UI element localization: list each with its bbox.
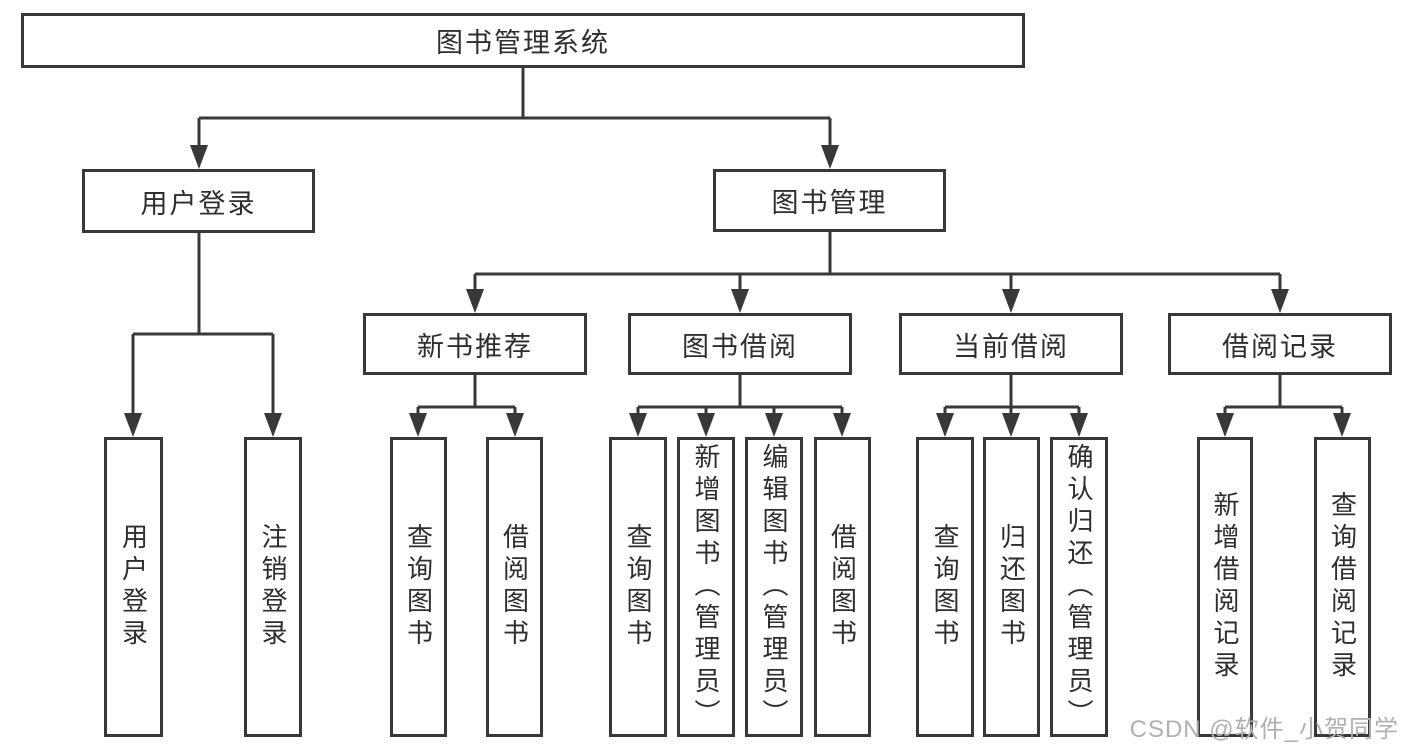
connector-root-to-level2 [190, 68, 839, 169]
connector-current-borrow-branch [936, 375, 1088, 437]
leaf-borrow-books-1: 借阅图书 [486, 437, 543, 737]
node-borrowing-records: 借阅记录 [1168, 313, 1392, 375]
leaf-logout: 注销登录 [244, 437, 302, 737]
node-book-management: 图书管理 [713, 169, 946, 232]
leaf-query-books-3: 查询图书 [916, 437, 974, 737]
leaf-confirm-return-admin: 确认归还（管理员） [1050, 437, 1108, 737]
node-user-login: 用户登录 [82, 169, 315, 233]
node-library-system: 图书管理系统 [21, 13, 1025, 68]
node-new-book-recommend-label: 新书推荐 [417, 331, 533, 362]
node-current-borrowing: 当前借阅 [899, 313, 1123, 375]
node-user-login-label: 用户登录 [140, 188, 257, 219]
node-library-system-label: 图书管理系统 [436, 28, 610, 58]
leaf-query-borrow-record: 查询借阅记录 [1314, 437, 1371, 737]
leaf-logout-label: 注销登录 [258, 523, 288, 651]
leaf-edit-books-admin: 编辑图书（管理员） [745, 437, 803, 737]
leaf-borrow-books-2-label: 借阅图书 [827, 523, 858, 651]
connector-book-borrow-branch [629, 375, 851, 437]
node-book-borrowing: 图书借阅 [628, 313, 852, 375]
leaf-user-login-label: 用户登录 [118, 523, 149, 651]
leaf-borrow-books-2: 借阅图书 [814, 437, 871, 737]
leaf-add-books-admin-label: 新增图书（管理员） [691, 443, 721, 731]
leaf-query-books-1: 查询图书 [390, 437, 447, 737]
leaf-query-books-2-label: 查询图书 [623, 523, 653, 651]
leaf-add-books-admin: 新增图书（管理员） [677, 437, 735, 737]
leaf-user-login: 用户登录 [104, 437, 163, 737]
leaf-confirm-return-admin-label: 确认归还（管理员） [1064, 443, 1094, 731]
leaf-return-books: 归还图书 [983, 437, 1040, 737]
leaf-add-borrow-record: 新增借阅记录 [1197, 437, 1253, 737]
connector-new-book-branch [409, 375, 524, 437]
node-current-borrowing-label: 当前借阅 [953, 331, 1069, 362]
connector-book-mgmt-branch [466, 232, 1289, 313]
connector-borrow-records-branch [1216, 375, 1351, 437]
node-book-borrowing-label: 图书借阅 [682, 331, 798, 362]
leaf-query-books-3-label: 查询图书 [930, 523, 960, 651]
csdn-watermark: CSDN @软件_小贺同学 [1129, 716, 1399, 743]
leaf-query-borrow-record-label: 查询借阅记录 [1327, 491, 1358, 683]
leaf-query-books-2: 查询图书 [609, 437, 667, 737]
leaf-borrow-books-1-label: 借阅图书 [499, 523, 530, 651]
connector-user-login-branch [124, 233, 282, 437]
node-new-book-recommend: 新书推荐 [363, 313, 587, 375]
leaf-return-books-label: 归还图书 [996, 523, 1027, 651]
leaf-query-books-1-label: 查询图书 [403, 523, 434, 651]
leaf-edit-books-admin-label: 编辑图书（管理员） [759, 443, 789, 731]
node-book-management-label: 图书管理 [771, 188, 888, 218]
node-borrowing-records-label: 借阅记录 [1222, 331, 1338, 362]
leaf-add-borrow-record-label: 新增借阅记录 [1210, 491, 1240, 683]
